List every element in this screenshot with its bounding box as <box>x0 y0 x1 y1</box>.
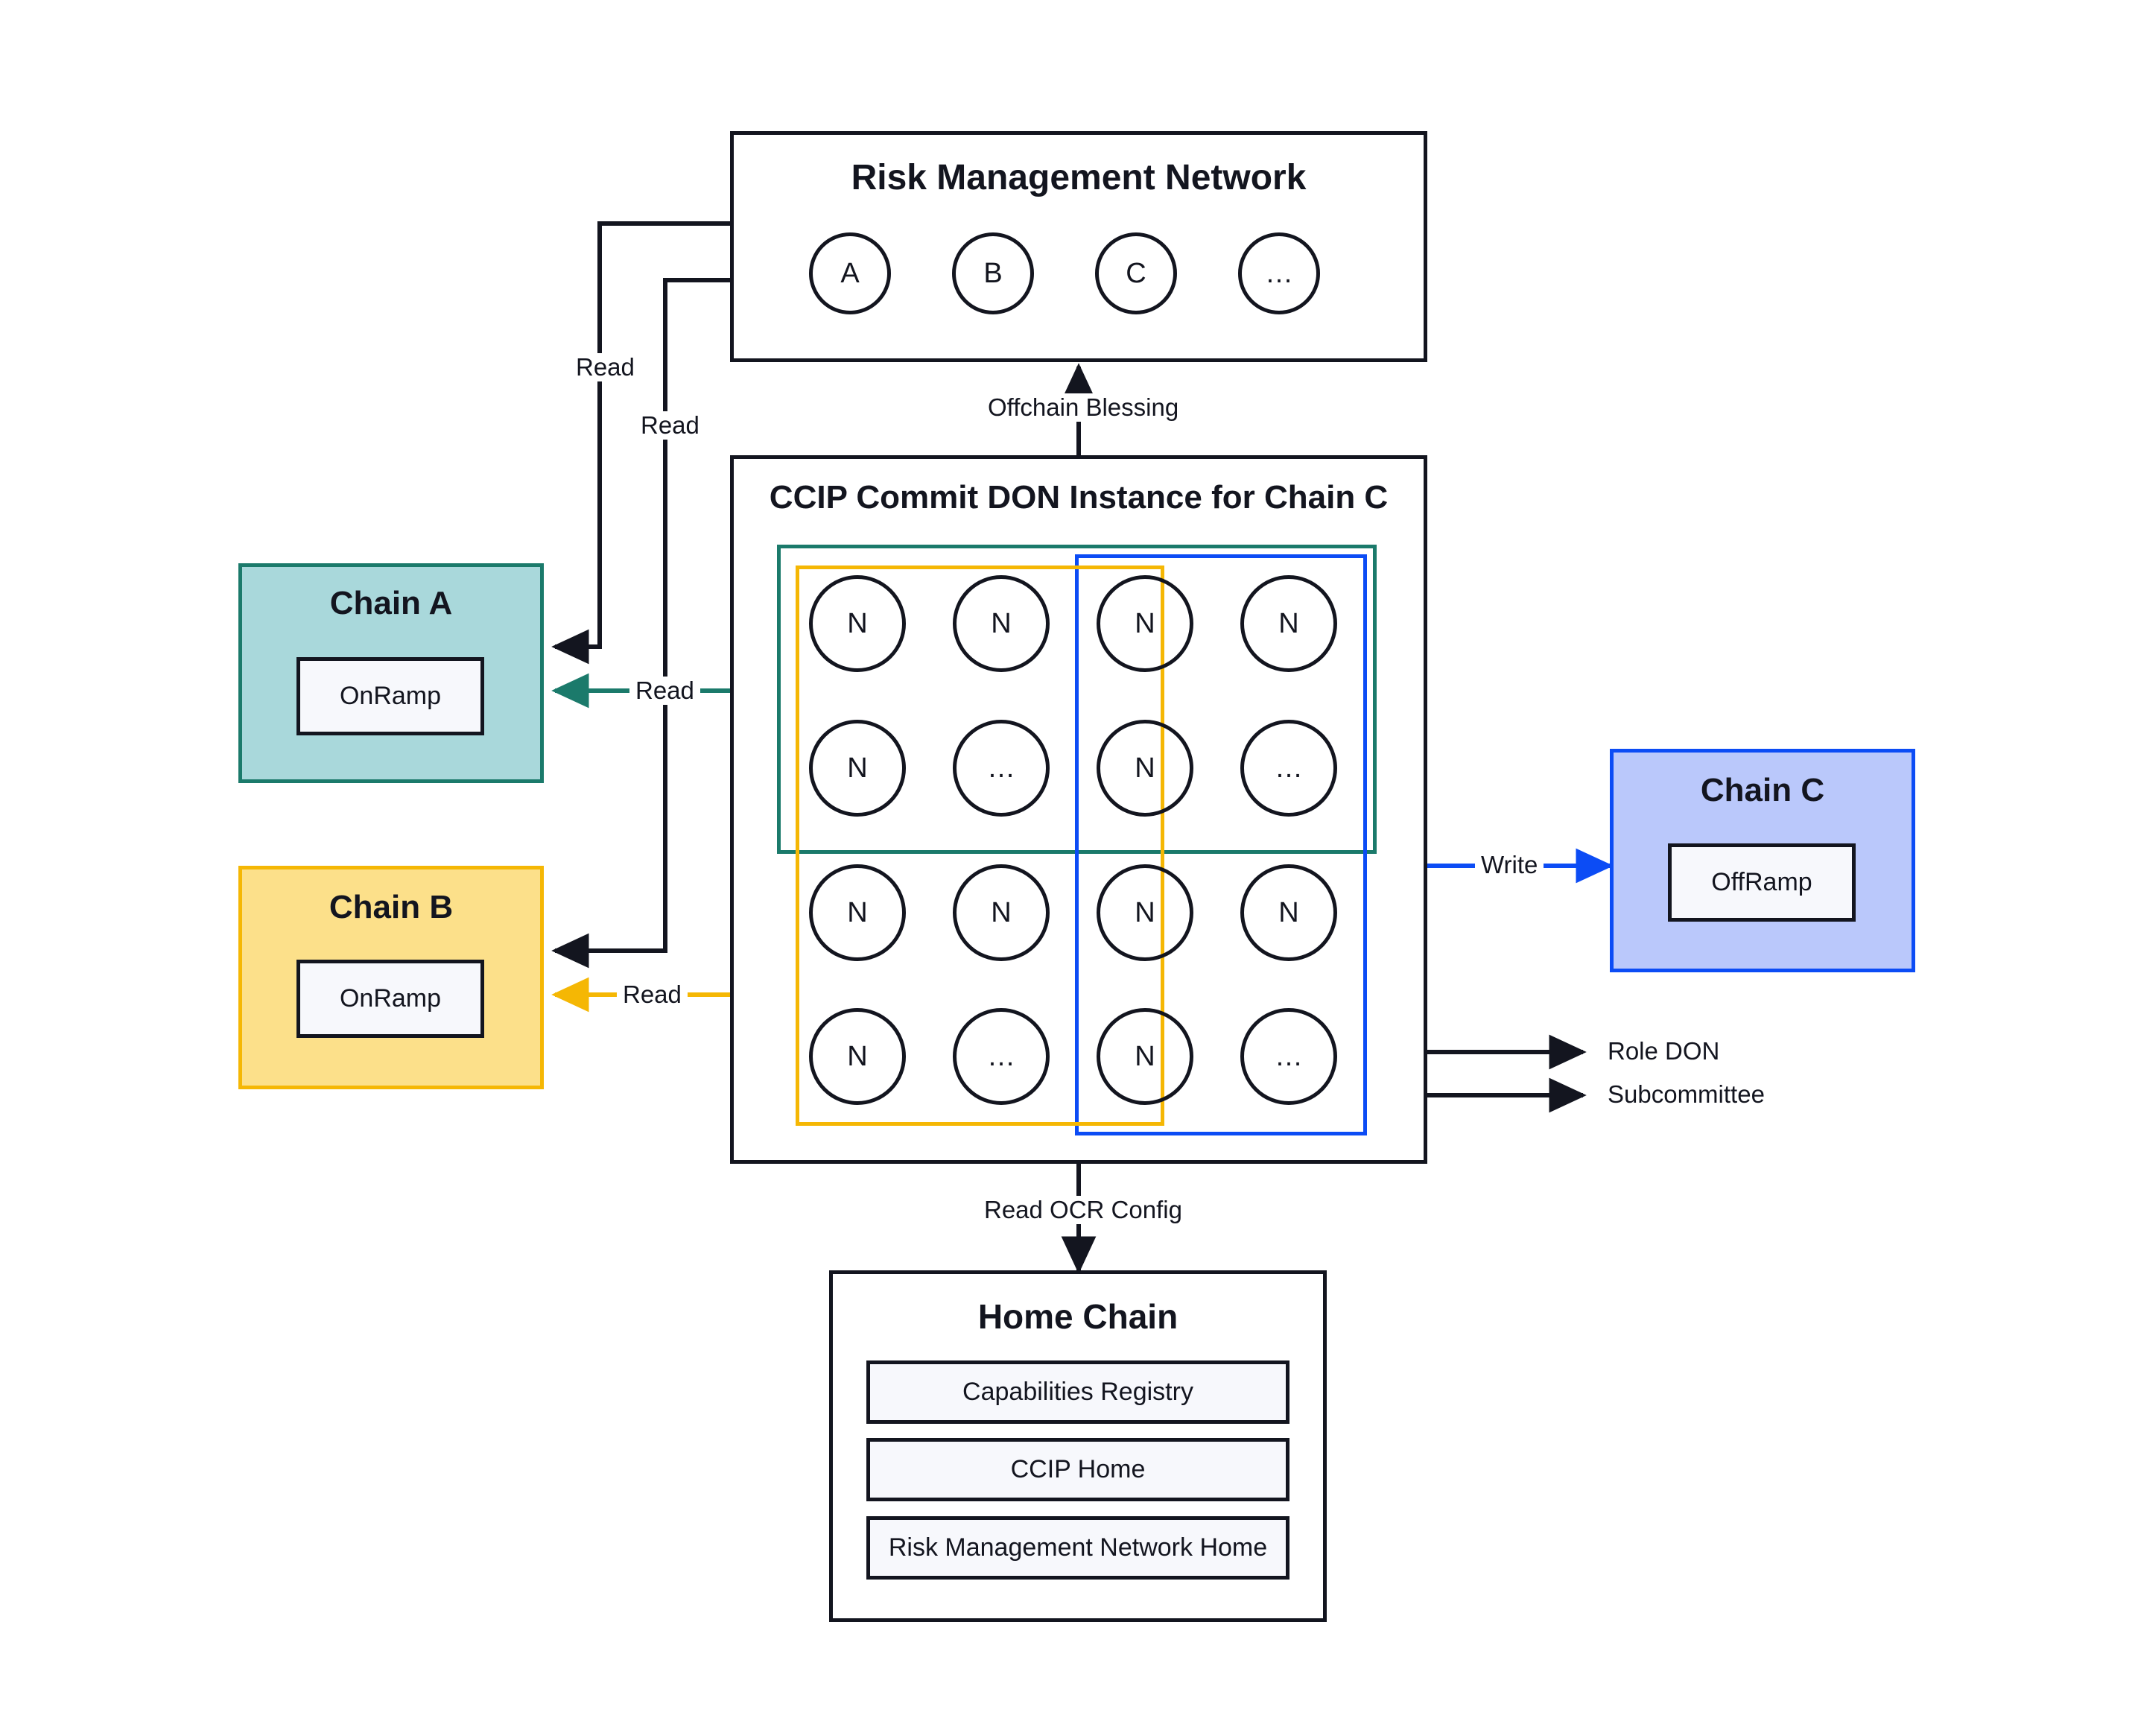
label-read-rmn-chain-a: Read <box>570 353 641 381</box>
rmn-node-c: C <box>1095 232 1177 314</box>
rmn-node-b: B <box>952 232 1034 314</box>
don-node-r4c3: N <box>1097 1008 1193 1105</box>
chain-c-title: Chain C <box>1700 772 1825 808</box>
don-node-r4c4-label: … <box>1275 1040 1303 1072</box>
label-read-ocr-config: Read OCR Config <box>978 1196 1188 1224</box>
legend-role-don: Role DON <box>1608 1037 1720 1065</box>
don-node-r1c2: N <box>953 575 1050 672</box>
label-write-don-chain-c: Write <box>1475 851 1544 879</box>
don-node-r4c1: N <box>809 1008 906 1105</box>
label-offchain-blessing: Offchain Blessing <box>982 393 1185 422</box>
rmn-node-a-label: A <box>840 257 860 289</box>
don-node-r2c1-label: N <box>847 752 868 784</box>
don-node-r3c1: N <box>809 864 906 961</box>
don-node-r2c4-label: … <box>1275 752 1303 784</box>
don-node-r2c4: … <box>1240 720 1337 817</box>
don-node-r2c1: N <box>809 720 906 817</box>
don-node-r4c4: … <box>1240 1008 1337 1105</box>
don-node-r2c3: N <box>1097 720 1193 817</box>
don-node-r2c3-label: N <box>1135 752 1155 784</box>
don-node-r4c2-label: … <box>987 1040 1015 1072</box>
don-node-r4c1-label: N <box>847 1040 868 1072</box>
chain-b-onramp-label: OnRamp <box>339 984 442 1013</box>
chain-b-title: Chain B <box>329 889 454 925</box>
don-node-r3c1-label: N <box>847 896 868 928</box>
home-chain-item-ccip-home: CCIP Home <box>866 1438 1289 1501</box>
don-group-blue <box>1075 554 1367 1135</box>
don-node-r2c2-label: … <box>987 752 1015 784</box>
don-node-r1c3-label: N <box>1135 607 1155 639</box>
label-read-rmn-chain-b: Read <box>635 411 705 440</box>
chain-a-onramp: OnRamp <box>296 657 484 735</box>
chain-a-onramp-label: OnRamp <box>339 682 442 710</box>
label-read-don-chain-a: Read <box>629 677 700 705</box>
don-node-r4c2: … <box>953 1008 1050 1105</box>
home-chain-item-rmn-home: Risk Management Network Home <box>866 1516 1289 1580</box>
chain-b-onramp: OnRamp <box>296 960 484 1038</box>
legend-subcommittee: Subcommittee <box>1608 1080 1765 1108</box>
don-node-r1c3: N <box>1097 575 1193 672</box>
don-node-r3c4-label: N <box>1278 896 1299 928</box>
risk-management-network-title: Risk Management Network <box>851 158 1307 197</box>
don-node-r2c2: … <box>953 720 1050 817</box>
chain-a-title: Chain A <box>329 585 453 621</box>
label-read-don-chain-b: Read <box>617 981 688 1009</box>
rmn-node-c-label: C <box>1126 257 1146 289</box>
don-group-yellow <box>796 566 1164 1126</box>
don-node-r1c2-label: N <box>991 607 1012 639</box>
don-node-r4c3-label: N <box>1135 1040 1155 1072</box>
don-node-r1c1: N <box>809 575 906 672</box>
rmn-node-more: … <box>1238 232 1320 314</box>
don-node-r3c2-label: N <box>991 896 1012 928</box>
risk-management-network-box: Risk Management Network <box>730 131 1427 362</box>
rmn-node-a: A <box>809 232 891 314</box>
don-node-r1c4-label: N <box>1278 607 1299 639</box>
don-node-r3c2: N <box>953 864 1050 961</box>
don-node-r1c4: N <box>1240 575 1337 672</box>
home-chain-item-capabilities-registry-label: Capabilities Registry <box>962 1378 1193 1406</box>
rmn-node-more-label: … <box>1265 257 1293 289</box>
home-chain-item-rmn-home-label: Risk Management Network Home <box>888 1533 1268 1562</box>
don-node-r3c3-label: N <box>1135 896 1155 928</box>
don-node-r3c3: N <box>1097 864 1193 961</box>
home-chain-item-ccip-home-label: CCIP Home <box>1010 1455 1146 1483</box>
home-chain-title: Home Chain <box>977 1297 1178 1336</box>
ccip-commit-don-title: CCIP Commit DON Instance for Chain C <box>769 479 1389 516</box>
rmn-node-b-label: B <box>983 257 1003 289</box>
home-chain-item-capabilities-registry: Capabilities Registry <box>866 1360 1289 1424</box>
don-node-r1c1-label: N <box>847 607 868 639</box>
chain-c-offramp: OffRamp <box>1668 843 1856 922</box>
don-node-r3c4: N <box>1240 864 1337 961</box>
chain-c-offramp-label: OffRamp <box>1711 868 1812 896</box>
